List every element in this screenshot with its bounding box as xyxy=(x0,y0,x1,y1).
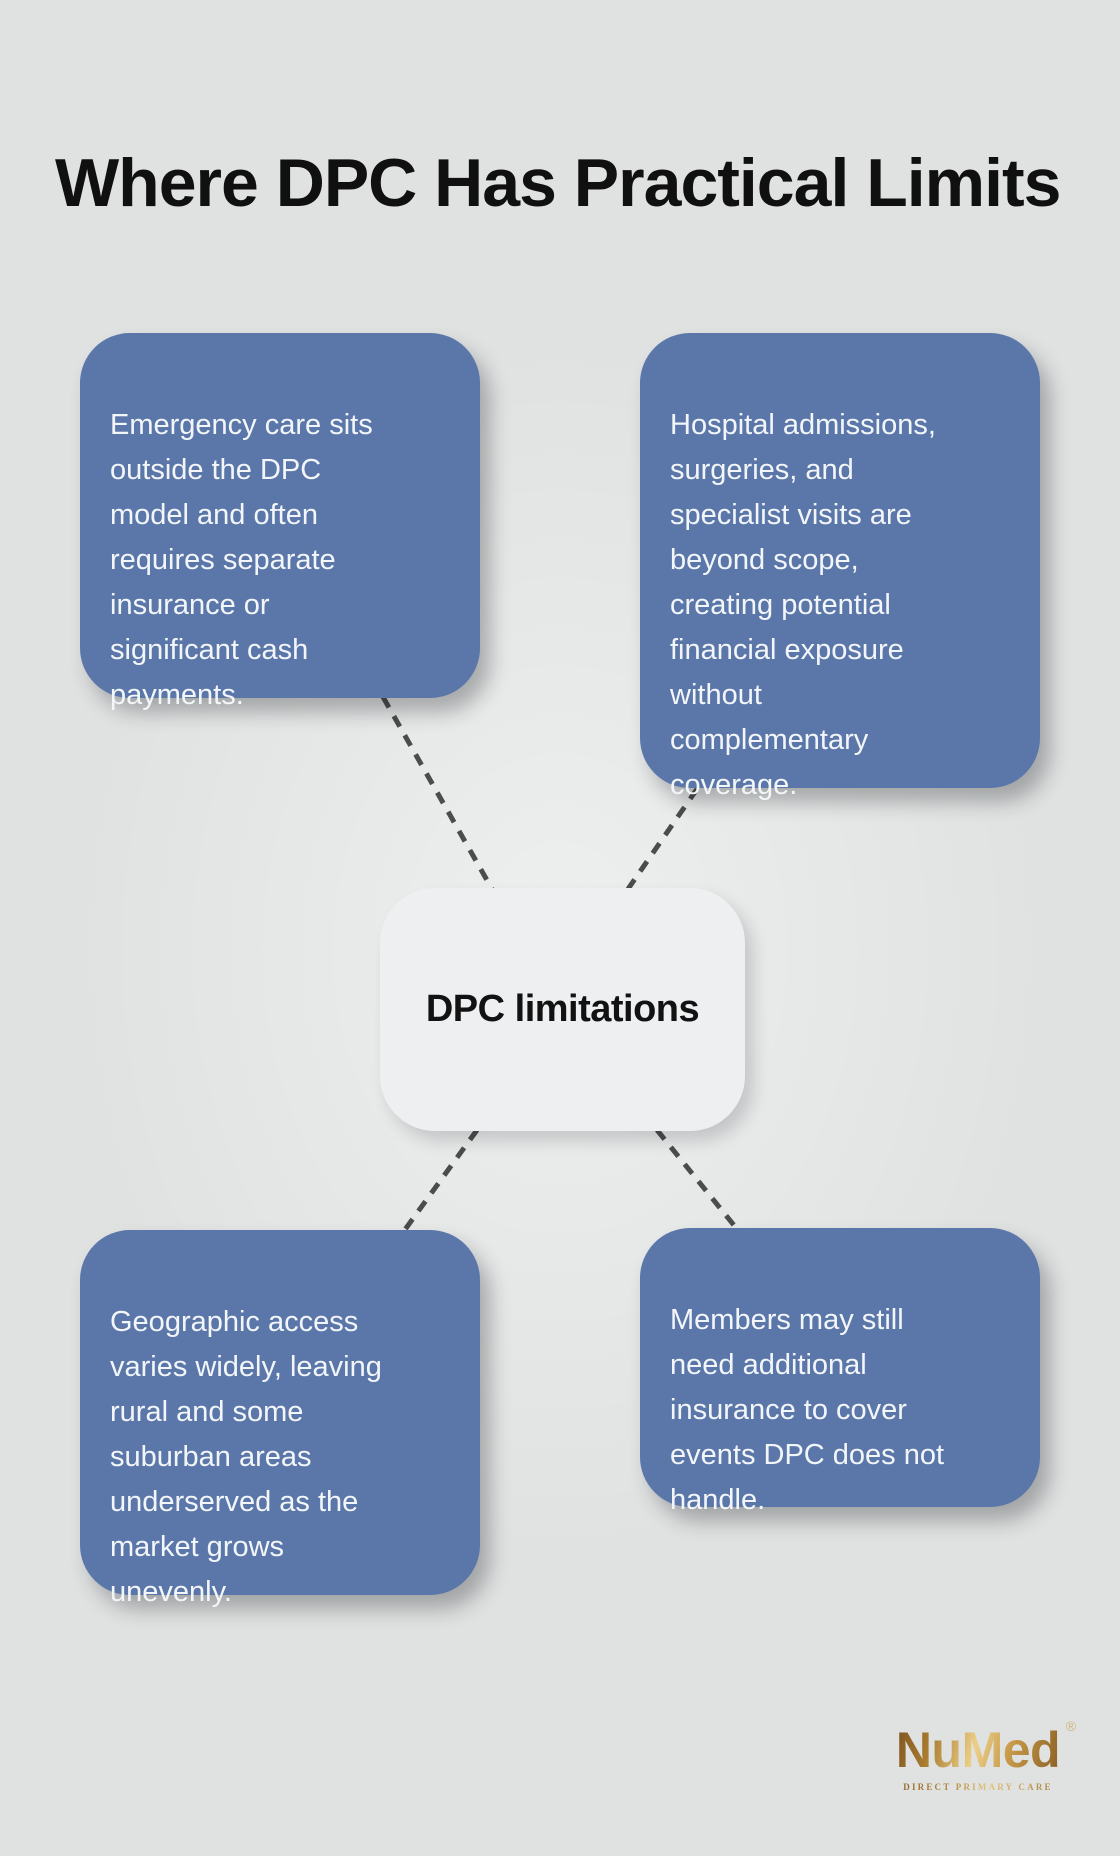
center-node-label: DPC limitations xyxy=(425,988,700,1030)
info-card-geographic-access: Geographic access varies widely, leaving… xyxy=(80,1230,480,1608)
page-title: Where DPC Has Practical Limits xyxy=(55,144,1061,221)
registered-mark: ® xyxy=(1065,1718,1077,1734)
connector-line-top-left xyxy=(380,695,495,891)
connector-line-bottom-right xyxy=(655,1128,739,1231)
info-card-text: Members may still need additional insura… xyxy=(670,1304,945,1516)
center-node: DPC limitations xyxy=(380,888,745,1131)
info-card-members-coverage: Members may still need additional insura… xyxy=(640,1228,1040,1516)
info-card-text: Emergency care sits outside the DPC mode… xyxy=(110,409,373,711)
logo-brand-text: NuMed® xyxy=(895,1719,1076,1778)
logo-tagline: DIRECT PRIMARY CARE xyxy=(880,1782,1076,1792)
logo-brand: NuMed xyxy=(895,1722,1061,1778)
connector-line-bottom-left xyxy=(401,1128,480,1233)
info-card-text: Geographic access varies widely, leaving… xyxy=(110,1306,382,1608)
info-card-emergency-care: Emergency care sits outside the DPC mode… xyxy=(80,333,480,711)
info-card-hospital-admissions: Hospital admissions, surgeries, and spec… xyxy=(640,333,1040,801)
numed-logo: NuMed® DIRECT PRIMARY CARE xyxy=(880,1719,1076,1792)
info-card-text: Hospital admissions, surgeries, and spec… xyxy=(670,409,936,801)
